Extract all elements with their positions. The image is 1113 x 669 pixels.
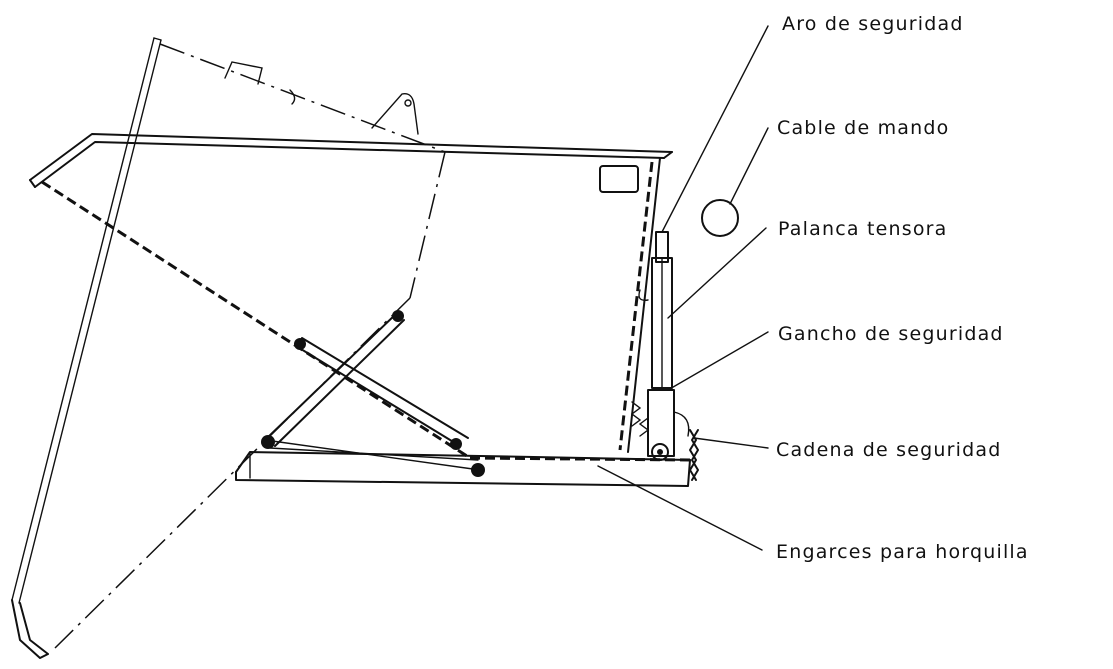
skip-body — [29, 133, 691, 462]
label-palanca-tensora: Palanca tensora — [778, 218, 948, 240]
label-aro-de-seguridad: Aro de seguridad — [782, 13, 964, 35]
scissor-arms — [261, 310, 485, 477]
tipping-rail — [11, 37, 162, 659]
label-gancho-de-seguridad: Gancho de seguridad — [778, 323, 1004, 345]
label-cadena-de-seguridad: Cadena de seguridad — [776, 439, 1002, 461]
label-cable-de-mando: Cable de mando — [777, 117, 949, 139]
callout-labels: Aro de seguridad Cable de mando Palanca … — [776, 13, 1029, 563]
label-engarces-para-horquilla: Engarces para horquilla — [776, 541, 1029, 563]
tipped-position-outline — [54, 43, 446, 649]
locking-mechanism — [630, 231, 699, 481]
control-cable-ring-icon — [701, 199, 739, 237]
leader-lines — [597, 25, 769, 551]
base-frame — [235, 451, 691, 487]
